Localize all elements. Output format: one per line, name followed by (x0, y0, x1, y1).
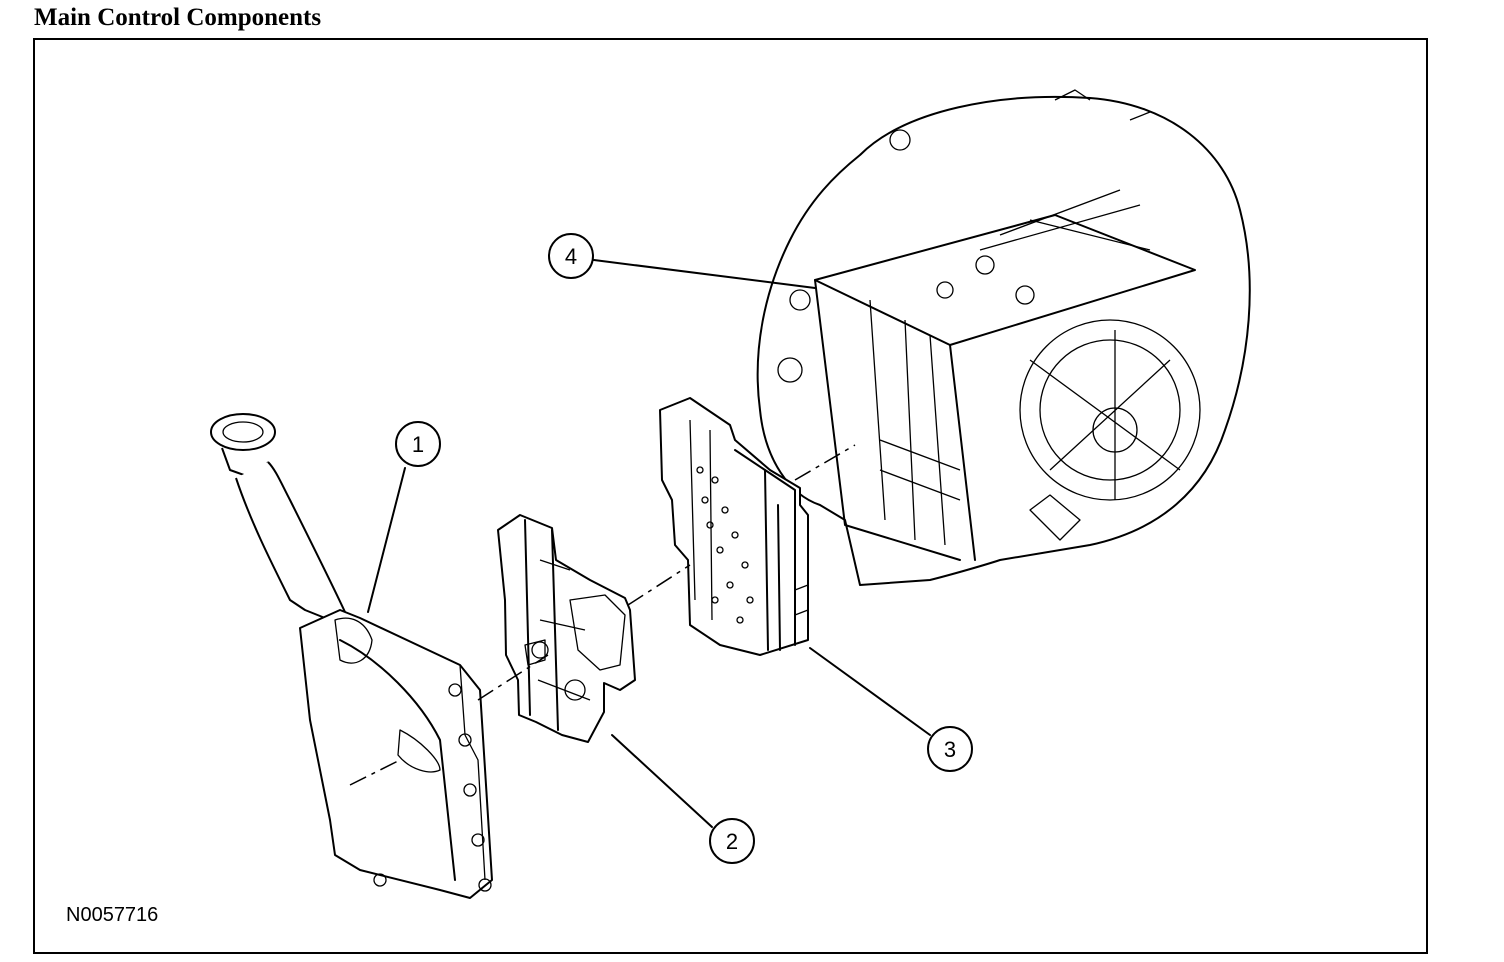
callout-3: 3 (927, 726, 973, 772)
callout-4: 4 (548, 233, 594, 279)
figure-id: N0057716 (66, 904, 159, 926)
solenoid-body (497, 514, 636, 743)
alignment-line-1-2 (477, 654, 549, 701)
callout-2-label: 2 (726, 829, 738, 854)
alignment-line-pan (349, 759, 401, 786)
alignment-line-2-3 (627, 564, 691, 606)
main-control-valve-body (659, 397, 809, 656)
callout-2: 2 (709, 818, 755, 864)
figure-frame (33, 38, 1428, 954)
leader-line-3 (809, 647, 931, 736)
callout-1-label: 1 (412, 432, 424, 457)
callout-4-label: 4 (565, 244, 577, 269)
leader-line-4 (593, 259, 816, 289)
leader-line-1 (367, 467, 406, 613)
callout-3-label: 3 (944, 737, 956, 762)
callout-1: 1 (395, 421, 441, 467)
transmission-case (756, 89, 1251, 586)
alignment-line-3-4 (794, 444, 856, 481)
oil-pan-and-filler (210, 413, 493, 899)
leader-line-2 (611, 734, 713, 828)
figure-title: Main Control Components (34, 4, 322, 31)
